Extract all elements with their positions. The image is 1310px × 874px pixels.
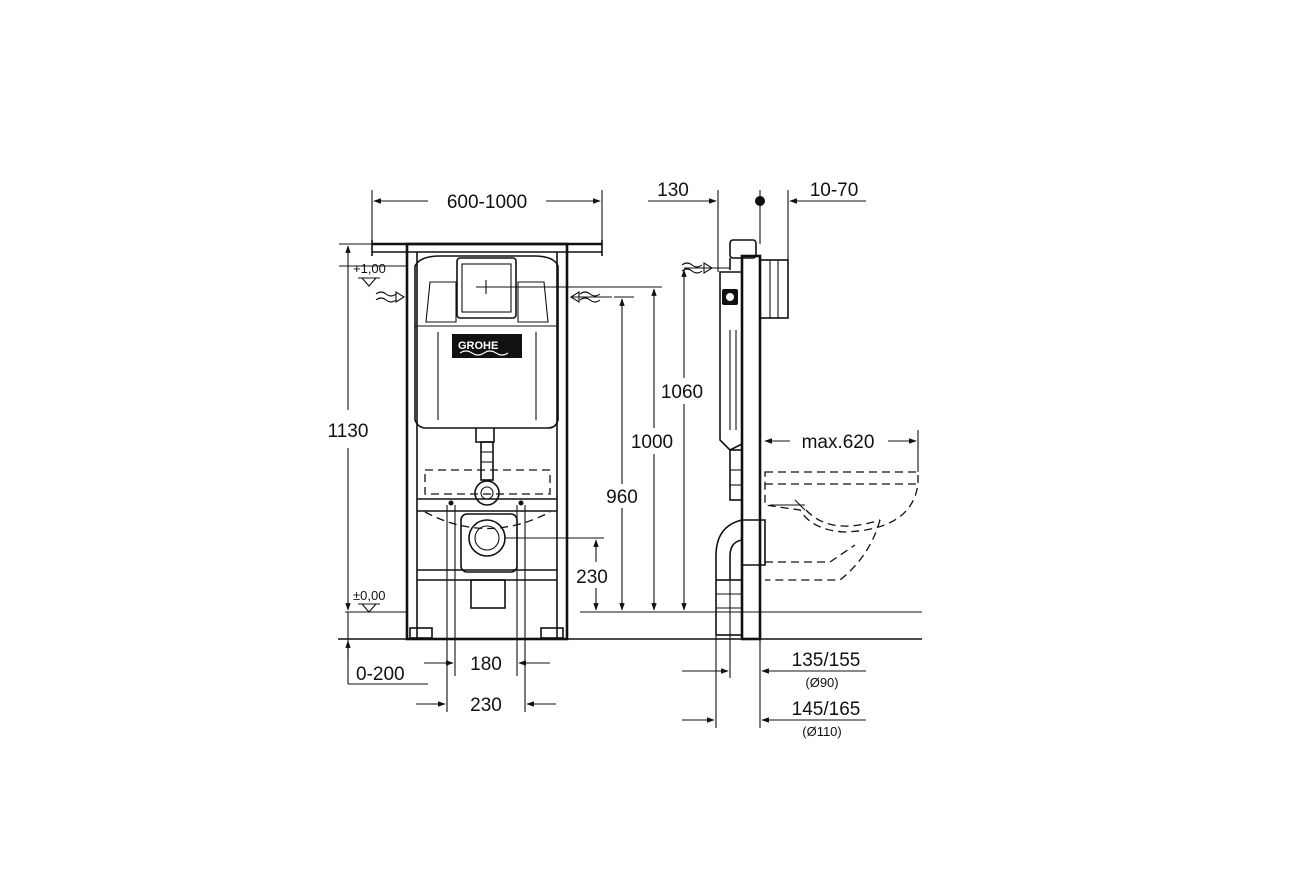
dim-960: 960: [606, 487, 638, 508]
front-dimensions: 600-1000 1130 +1,00 ±0,00 1060 1000 960 …: [328, 190, 922, 716]
frame: [405, 242, 569, 641]
level-top-icon: [360, 277, 378, 287]
dim-1000: 1000: [631, 432, 673, 453]
dim-230-vertical: 230: [576, 567, 608, 588]
wall-anchor: [759, 259, 789, 319]
dim-145-165: 145/165: [792, 699, 861, 720]
foot-left: [409, 627, 433, 639]
toilet-outline: [764, 471, 919, 533]
cistern-side: [719, 271, 743, 451]
dim-10-70: 10-70: [810, 180, 859, 201]
dim-180: 180: [470, 654, 502, 675]
foot-right: [540, 627, 564, 639]
front-view: GROHE: [338, 240, 922, 641]
dim-135-155: 135/155: [792, 650, 861, 671]
side-frame: [740, 254, 762, 641]
dim-height-total: 1130: [328, 421, 369, 442]
cistern: [414, 255, 559, 429]
level-floor-label: ±0,00: [353, 588, 385, 603]
side-view: [681, 190, 919, 641]
dia-90: (Ø90): [805, 675, 838, 690]
brand-logo: [452, 334, 522, 358]
dim-width-range: 600-1000: [447, 192, 527, 213]
dim-max-projection: max.620: [802, 432, 875, 453]
level-floor-icon: [360, 603, 378, 613]
outlet-pipe: [470, 579, 506, 609]
side-dimensions: 130 10-70 max.620 135/155 (Ø90) 145/165 …: [648, 180, 919, 739]
dim-1060: 1060: [661, 382, 703, 403]
brand-logo-text: GROHE: [458, 340, 498, 352]
dim-130: 130: [657, 180, 689, 201]
flush-plate-opening: [456, 257, 517, 319]
dim-230-horizontal: 230: [470, 695, 502, 716]
dim-floor-offset: 0-200: [356, 664, 405, 685]
dia-110: (Ø110): [802, 724, 842, 739]
level-top-label: +1,00: [353, 261, 386, 276]
